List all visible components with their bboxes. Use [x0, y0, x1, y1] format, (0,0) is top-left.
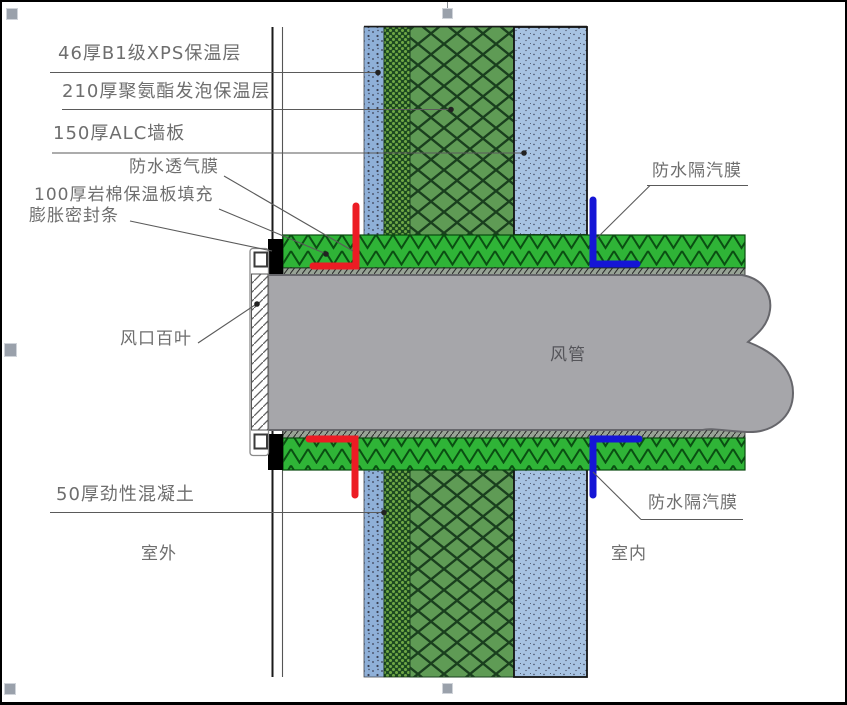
louver-clip-bottom: [253, 433, 268, 450]
rigid-concrete-layer-top: [383, 26, 411, 236]
dot-pu: [448, 106, 454, 113]
leader-rockwool: [218, 208, 325, 254]
selection-handle-stem: [447, 2, 448, 9]
air-louver: [249, 247, 270, 457]
xps-insulation-layer-bottom: [363, 468, 385, 678]
leader-breathable-membrane: [223, 175, 354, 252]
leader-vapor-bottom: [592, 471, 642, 520]
dot-rigid-concrete: [381, 509, 387, 516]
wall-upper-section: [363, 25, 588, 236]
selection-handle-top-center[interactable]: [442, 8, 453, 19]
dot-louver: [254, 301, 260, 307]
dot-rockwool: [323, 251, 329, 257]
xps-insulation-layer-top: [363, 26, 385, 236]
label-outdoor: 室外: [141, 544, 177, 564]
wall-lower-section: [363, 468, 588, 678]
leader-expansion-seal: [129, 220, 273, 252]
breathable-membrane-bottom: [305, 435, 359, 499]
rockwool-strip-top: [282, 234, 746, 269]
rigid-concrete-layer-bottom: [383, 468, 411, 678]
louver-blades: [251, 273, 269, 431]
alc-panel-bottom: [513, 468, 588, 678]
leader-lines: [50, 71, 748, 521]
label-rockwool-fill: 100厚岩棉保温板填充: [34, 185, 214, 205]
pu-foam-layer-top: [409, 26, 515, 236]
label-expansion-seal: 膨胀密封条: [29, 206, 119, 226]
expansion-seal-top: [268, 239, 283, 275]
selection-handle-bottom-left[interactable]: [4, 683, 16, 695]
duct-body: [268, 275, 704, 430]
label-pu-foam: 210厚聚氨酯发泡保温层: [62, 81, 271, 102]
vapor-membrane-top: [589, 196, 641, 268]
duct-surround-insulation: [268, 234, 746, 471]
selection-handle-left-middle[interactable]: [4, 343, 17, 357]
expansion-seal-bottom: [268, 434, 283, 470]
pu-foam-layer-bottom: [409, 468, 515, 678]
louver-clip-top: [253, 251, 268, 268]
label-breathable-membrane: 防水透气膜: [129, 157, 219, 177]
leader-dots: [254, 69, 527, 516]
leader-vapor-top: [595, 185, 651, 240]
dot-xps: [375, 69, 381, 76]
label-rigid-concrete: 50厚劲性混凝土: [56, 484, 195, 505]
label-vapor-membrane-bottom: 防水隔汽膜: [648, 493, 738, 513]
label-duct: 风管: [550, 345, 586, 365]
label-vapor-membrane-top: 防水隔汽膜: [652, 161, 742, 181]
selection-handle-bottom-center[interactable]: [442, 683, 453, 694]
selection-handle-top-left[interactable]: [6, 8, 18, 20]
leader-louver: [197, 304, 256, 344]
label-alc: 150厚ALC墙板: [53, 123, 186, 144]
duct-break-symbol: [702, 274, 795, 434]
alc-panel-top: [513, 26, 588, 236]
label-xps: 46厚B1级XPS保温层: [58, 43, 242, 64]
breathable-membrane-top: [309, 202, 360, 270]
vapor-membrane-bottom: [589, 435, 643, 499]
label-louver: 风口百叶: [120, 329, 192, 349]
label-indoor: 室内: [611, 544, 647, 564]
dot-alc: [521, 150, 527, 156]
duct: [267, 274, 795, 434]
